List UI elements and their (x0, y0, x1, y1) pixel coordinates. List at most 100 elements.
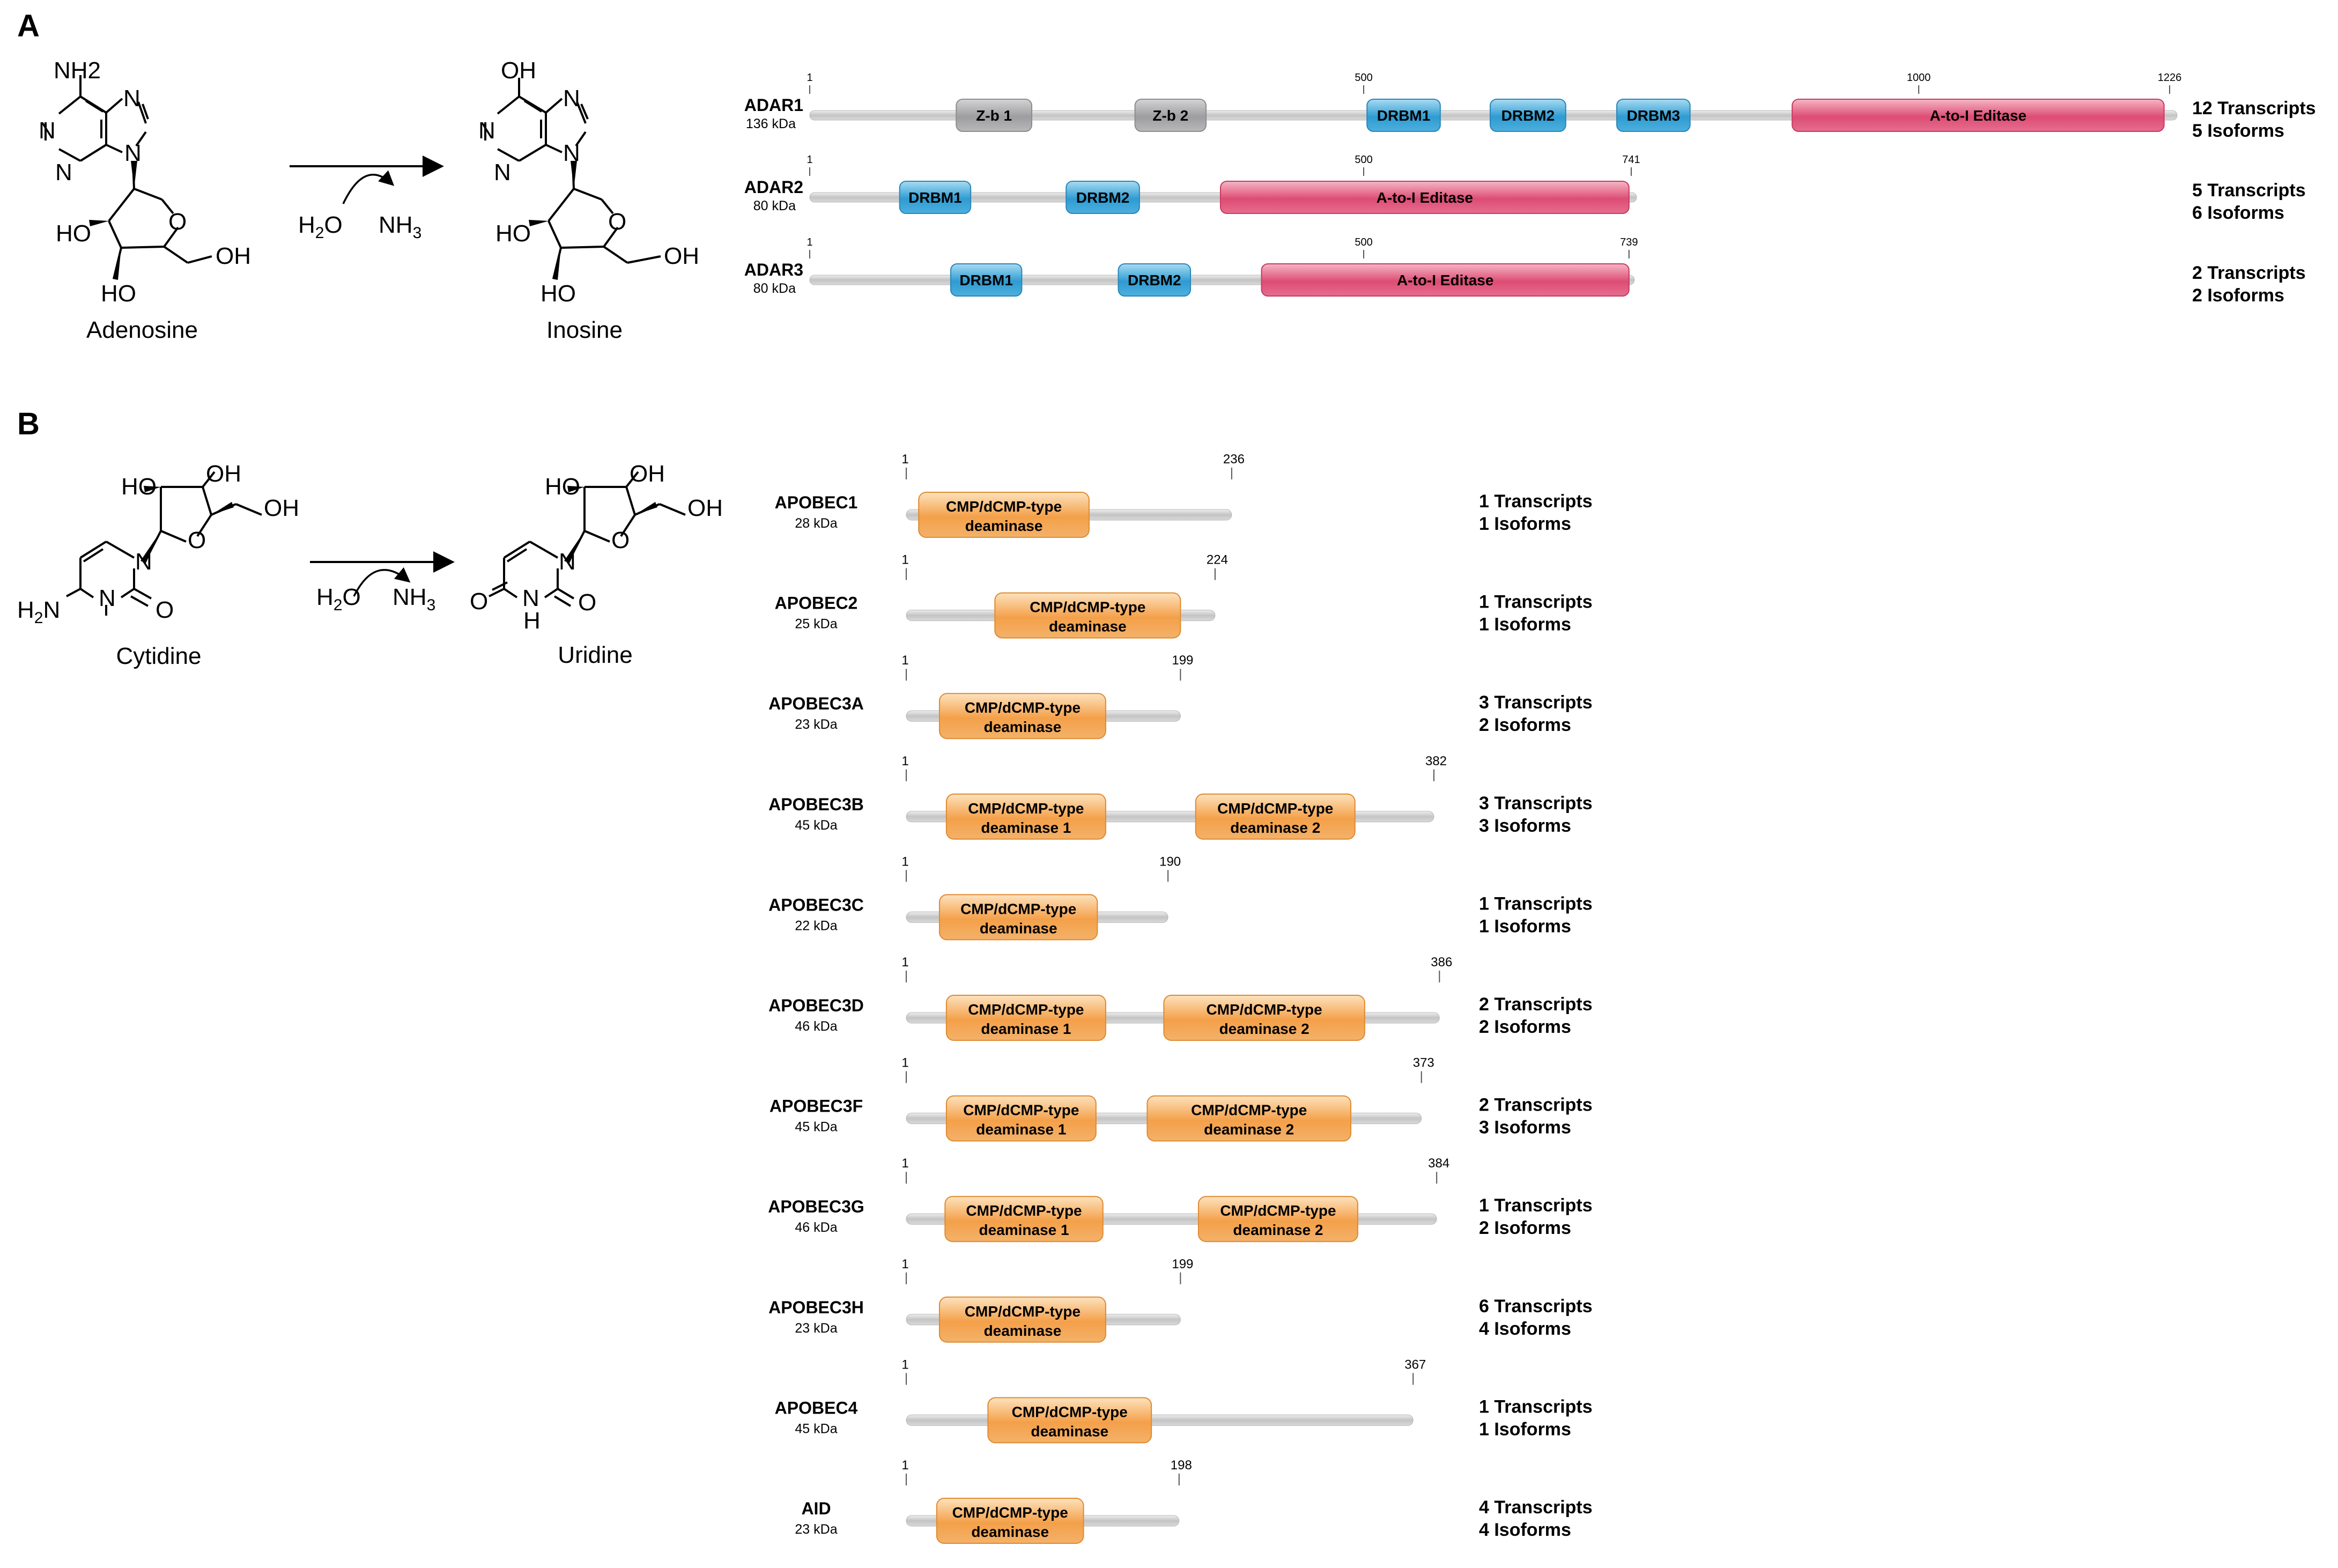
domain-label: deaminase (1031, 1423, 1108, 1439)
residue-tick-label: 367 (1404, 1357, 1426, 1372)
atom-ho: HO (495, 220, 531, 247)
domain-label: DRBM3 (1627, 107, 1681, 124)
isoforms-count: 3 Isoforms (1479, 816, 1571, 836)
protein-kda: 22 kDa (795, 918, 837, 933)
protein-kda: 46 kDa (795, 1019, 837, 1034)
atom-n: N (99, 585, 116, 611)
residue-tick-label: 1 (901, 452, 908, 467)
protein-kda: 28 kDa (795, 516, 837, 531)
isoforms-count: 2 Isoforms (1479, 715, 1571, 735)
atom-ho: HO (541, 280, 576, 307)
wedge-bond (529, 220, 549, 226)
domain-box (1366, 99, 1441, 132)
domain-box (1146, 1095, 1352, 1142)
domain-label: CMP/dCMP-type (965, 1303, 1081, 1320)
atom-nh2: NH2 (54, 57, 101, 84)
domain-box (944, 1196, 1104, 1242)
domain-label: DRBM1 (1377, 107, 1431, 124)
residue-tick-label: 199 (1172, 1257, 1193, 1271)
protein-backbone (906, 1414, 1414, 1426)
residue-tick-label: 1 (901, 854, 908, 869)
transcripts-count: 3 Transcripts (1479, 793, 1593, 813)
domain-box (1219, 181, 1630, 214)
protein-kda: 23 kDa (795, 717, 837, 732)
domain-box (918, 492, 1090, 538)
protein-kda: 23 kDa (795, 1321, 837, 1336)
atom-n: N (563, 140, 580, 166)
domain-label: CMP/dCMP-type (960, 900, 1076, 917)
residue-tick-label: 1 (901, 1357, 908, 1372)
domain-drbm: DRBM3 (1616, 99, 1691, 132)
wedge-bond (567, 486, 584, 492)
domain-box (1066, 181, 1140, 214)
domain-box (938, 894, 1098, 941)
transcripts-count: 12 Transcripts (2192, 98, 2316, 119)
atom-n: N (124, 140, 142, 166)
wedge-bond (552, 248, 561, 280)
domain-label: A-to-I Editase (1377, 189, 1473, 206)
domain-box (945, 1095, 1097, 1142)
product-name-b: Uridine (558, 642, 632, 668)
protein-name: APOBEC3F (770, 1097, 863, 1116)
residue-tick-label: 382 (1425, 754, 1447, 768)
residue-tick-label: 190 (1159, 854, 1181, 869)
protein-kda: 45 kDa (795, 818, 837, 833)
transcripts-count: 5 Transcripts (2192, 180, 2306, 201)
isoforms-count: 1 Isoforms (1479, 916, 1571, 936)
protein-kda: 25 kDa (795, 617, 837, 632)
domain-label: deaminase (980, 920, 1057, 936)
panel-letter-b: B (17, 406, 40, 441)
atom-ho: HO (121, 474, 157, 500)
domain-zb: Z-b 2 (1134, 99, 1207, 132)
domain-label: CMP/dCMP-type (963, 1102, 1079, 1119)
domain-editase: A-to-I Editase (1261, 263, 1630, 297)
transcripts-count: 6 Transcripts (1479, 1296, 1593, 1316)
atom-o: O (470, 588, 488, 615)
residue-tick-label: 373 (1413, 1056, 1434, 1070)
transcripts-count: 1 Transcripts (1479, 1396, 1593, 1417)
isoforms-count: 2 Isoforms (2192, 285, 2284, 306)
protein-name: APOBEC3B (768, 795, 864, 814)
product-name-a: Inosine (546, 317, 623, 343)
domain-drbm: DRBM2 (1490, 99, 1566, 132)
domain-label: A-to-I Editase (1930, 107, 2026, 124)
domain-drbm: DRBM1 (1366, 99, 1441, 132)
atom-n: N (123, 85, 140, 112)
isoforms-count: 5 Isoforms (2192, 121, 2284, 141)
domain-box (1134, 99, 1207, 132)
atom-oh: OH (630, 461, 665, 487)
domain-drbm: DRBM1 (899, 181, 972, 214)
residue-tick-label: 1 (807, 236, 812, 248)
atom-n: N (478, 117, 495, 144)
isoforms-count: 2 Isoforms (1479, 1218, 1571, 1238)
domain-box (994, 592, 1181, 639)
protein-name: ADAR2 (744, 177, 803, 197)
residue-tick-label: 1 (901, 1257, 908, 1271)
atom-n: N (563, 85, 580, 112)
domain-label: Z-b 2 (1152, 107, 1188, 124)
atom-n: N (559, 549, 576, 575)
domain-label: CMP/dCMP-type (1012, 1403, 1128, 1420)
protein-name: APOBEC3A (768, 694, 864, 713)
isoforms-count: 1 Isoforms (1479, 615, 1571, 635)
residue-tick-label: 500 (1355, 154, 1372, 166)
domain-box (1490, 99, 1566, 132)
domain-drbm: DRBM2 (1118, 263, 1192, 297)
